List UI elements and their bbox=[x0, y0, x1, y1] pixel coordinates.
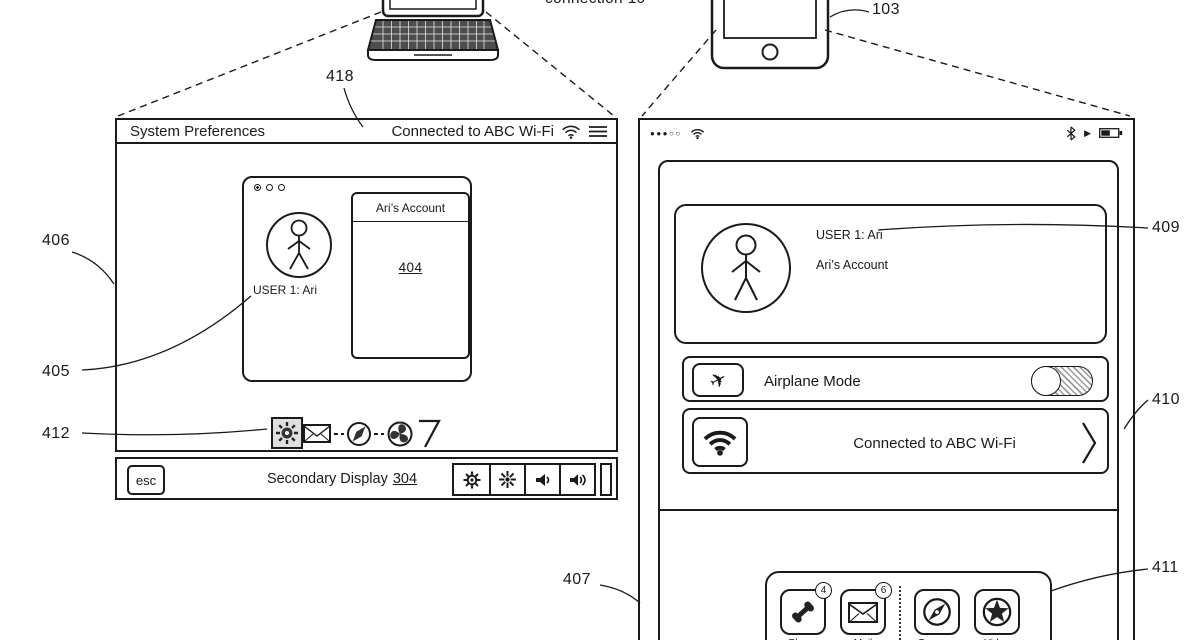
titlebar: System Preferences Connected to ABC Wi-F… bbox=[117, 120, 616, 144]
browser-compass-icon[interactable] bbox=[347, 422, 371, 446]
status-bar: ●●●○○ ▶ bbox=[640, 120, 1133, 146]
fan-icon[interactable] bbox=[387, 421, 413, 447]
user-account-card[interactable]: USER 1: Ari Ari’s Account bbox=[674, 204, 1107, 344]
empty-slot bbox=[600, 463, 612, 496]
minimize-window-icon[interactable] bbox=[266, 184, 273, 191]
zigzag-mark bbox=[419, 419, 441, 448]
dock-item-video[interactable]: Video bbox=[973, 589, 1021, 640]
wifi-status-text: Connected to ABC Wi-Fi bbox=[391, 122, 554, 140]
ref-405: 405 bbox=[42, 363, 70, 380]
wifi-icon bbox=[692, 417, 748, 467]
mail-icon[interactable] bbox=[303, 424, 331, 443]
brightness-icon[interactable] bbox=[489, 465, 524, 494]
volume-loud-icon[interactable] bbox=[559, 465, 594, 494]
esc-key[interactable]: esc bbox=[127, 465, 165, 495]
user-avatar bbox=[701, 223, 791, 313]
zoom-window-icon[interactable] bbox=[278, 184, 285, 191]
browser-app-icon[interactable] bbox=[914, 589, 960, 635]
ref-406: 406 bbox=[42, 232, 70, 249]
stick-figure-icon bbox=[287, 219, 311, 270]
app-dock: 4 Phone 6 Mail bbox=[765, 571, 1052, 640]
hamburger-menu-icon[interactable] bbox=[588, 125, 608, 138]
laptop-drawing bbox=[366, 0, 500, 61]
ref-409: 409 bbox=[1152, 219, 1180, 236]
dock-item-mail[interactable]: 6 Mail bbox=[839, 582, 892, 640]
signal-strength-icon: ●●●○○ bbox=[650, 128, 682, 138]
tablet-screen-panel: ●●●○○ ▶ bbox=[638, 118, 1135, 640]
control-icon-cluster[interactable] bbox=[452, 463, 596, 496]
airplane-mode-toggle[interactable] bbox=[1031, 366, 1093, 396]
account-details-box: Ari’s Account 404 bbox=[351, 192, 470, 359]
dock-item-browser[interactable]: Browser bbox=[913, 589, 961, 640]
wifi-icon bbox=[562, 125, 580, 139]
projection-lines bbox=[117, 11, 1131, 117]
badge-count: 6 bbox=[875, 582, 892, 599]
ref-418: 418 bbox=[326, 68, 354, 85]
wifi-row[interactable]: Connected to ABC Wi-Fi bbox=[682, 408, 1109, 474]
ref-304: 304 bbox=[392, 470, 418, 487]
close-window-icon[interactable] bbox=[254, 184, 261, 191]
badge-count: 4 bbox=[815, 582, 832, 599]
airplane-mode-row[interactable]: ✈ Airplane Mode bbox=[682, 356, 1109, 402]
section-divider bbox=[660, 509, 1117, 511]
top-partial-caption: connection 10 bbox=[545, 0, 645, 8]
laptop-screen-panel: System Preferences Connected to ABC Wi-F… bbox=[115, 118, 618, 452]
account-label: Ari’s Account bbox=[816, 258, 889, 272]
settings-app-frame: USER 1: Ari Ari’s Account ✈ Airplane Mod… bbox=[658, 160, 1119, 640]
ref-411: 411 bbox=[1152, 559, 1179, 576]
airplane-mode-label: Airplane Mode bbox=[764, 372, 861, 390]
user-avatar bbox=[266, 212, 332, 278]
user-name-label: USER 1: Ari bbox=[816, 228, 883, 242]
settings-dock-row[interactable] bbox=[267, 416, 467, 452]
ref-404: 404 bbox=[398, 260, 423, 275]
airplane-icon: ✈ bbox=[692, 363, 744, 397]
account-title: Ari’s Account bbox=[353, 194, 468, 222]
wifi-status-label: Connected to ABC Wi-Fi bbox=[853, 434, 1016, 452]
ref-407: 407 bbox=[563, 571, 591, 588]
settings-gear-icon[interactable] bbox=[271, 417, 303, 449]
bluetooth-icon bbox=[1066, 125, 1076, 141]
account-window: USER 1: Ari Ari’s Account 404 bbox=[242, 176, 472, 382]
volume-low-icon[interactable] bbox=[524, 465, 559, 494]
toggle-knob[interactable] bbox=[1031, 366, 1061, 396]
dock-item-phone[interactable]: 4 Phone bbox=[779, 582, 832, 640]
ref-412: 412 bbox=[42, 425, 70, 442]
dock-divider bbox=[899, 586, 901, 640]
ref-410: 410 bbox=[1152, 391, 1180, 408]
window-traffic-lights[interactable] bbox=[254, 184, 285, 191]
tablet-drawing bbox=[710, 0, 830, 70]
play-icon: ▶ bbox=[1084, 127, 1091, 138]
video-app-icon[interactable] bbox=[974, 589, 1020, 635]
ref-103: 103 bbox=[872, 1, 900, 18]
battery-icon bbox=[1099, 128, 1123, 138]
secondary-display-bar: esc Secondary Display 304 bbox=[115, 457, 618, 500]
settings-gear-icon[interactable] bbox=[454, 465, 489, 494]
stick-figure-icon bbox=[731, 234, 761, 301]
window-title: System Preferences bbox=[130, 122, 266, 140]
user-name-label: USER 1: Ari bbox=[253, 283, 318, 297]
chevron-right-icon[interactable] bbox=[1081, 421, 1097, 465]
wifi-icon bbox=[690, 128, 704, 139]
secondary-display-label: Secondary Display 304 bbox=[266, 470, 418, 487]
